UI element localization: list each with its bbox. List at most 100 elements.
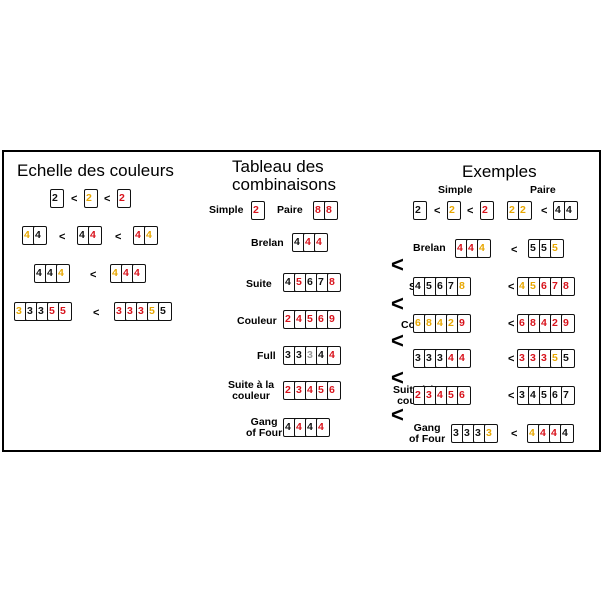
playing-card: 6 bbox=[327, 381, 341, 400]
less-than-symbol: < bbox=[508, 281, 515, 293]
playing-card: 4 bbox=[316, 418, 330, 437]
playing-card: 8 bbox=[457, 277, 471, 296]
example-label-simple: Simple bbox=[438, 184, 473, 196]
less-than-symbol: < bbox=[115, 231, 122, 243]
playing-card: 4 bbox=[110, 264, 124, 283]
rules-panel-frame bbox=[2, 150, 601, 452]
example-label-brelan: Brelan bbox=[413, 242, 446, 254]
playing-card: 3 bbox=[283, 346, 297, 365]
playing-card: 2 bbox=[283, 310, 297, 329]
playing-card: 7 bbox=[561, 386, 575, 405]
label-paire: Paire bbox=[277, 204, 303, 216]
card-hand-c1-single-red: 2 bbox=[117, 189, 132, 209]
playing-card: 5 bbox=[58, 302, 72, 321]
playing-card: 4 bbox=[56, 264, 70, 283]
card-hand-c1-single-yellow: 2 bbox=[84, 189, 99, 209]
example-label-paire: Paire bbox=[530, 184, 556, 196]
playing-card: 7 bbox=[316, 273, 330, 292]
playing-card: 3 bbox=[484, 424, 498, 443]
label-suite: Suite bbox=[246, 278, 272, 290]
playing-card: 5 bbox=[550, 349, 564, 368]
playing-card: 4 bbox=[314, 233, 328, 252]
playing-card: 2 bbox=[117, 189, 131, 208]
playing-card: 7 bbox=[446, 277, 460, 296]
playing-card: 4 bbox=[560, 424, 574, 443]
playing-card: 8 bbox=[561, 277, 575, 296]
playing-card: 5 bbox=[550, 239, 564, 258]
rank-less-than-symbol: < bbox=[391, 291, 404, 316]
playing-card: 4 bbox=[457, 349, 471, 368]
playing-card: 9 bbox=[457, 314, 471, 333]
less-than-symbol: < bbox=[467, 205, 474, 217]
playing-card: 9 bbox=[561, 314, 575, 333]
playing-card: 9 bbox=[327, 310, 341, 329]
playing-card: 6 bbox=[413, 314, 427, 333]
playing-card: 4 bbox=[132, 264, 146, 283]
playing-card: 6 bbox=[550, 386, 564, 405]
label-full: Full bbox=[257, 350, 276, 362]
playing-card: 2 bbox=[518, 201, 532, 220]
label-simple: Simple bbox=[209, 204, 244, 216]
card-hand-c2-simple: 2 bbox=[251, 201, 266, 221]
less-than-symbol: < bbox=[511, 244, 518, 256]
playing-card: 8 bbox=[327, 273, 341, 292]
playing-card: 4 bbox=[435, 386, 449, 405]
playing-card: 4 bbox=[144, 226, 158, 245]
examples-title: Exemples bbox=[462, 162, 537, 181]
card-hand-c3-simple-black: 2 bbox=[413, 201, 428, 221]
less-than-symbol: < bbox=[59, 231, 66, 243]
playing-card: 4 bbox=[294, 310, 308, 329]
less-than-symbol: < bbox=[541, 205, 548, 217]
playing-card: 2 bbox=[84, 189, 98, 208]
card-hand-c3-simple-red: 2 bbox=[480, 201, 495, 221]
rank-less-than-symbol: < bbox=[391, 365, 404, 390]
rank-less-than-symbol: < bbox=[391, 252, 404, 277]
less-than-symbol: < bbox=[508, 318, 515, 330]
less-than-symbol: < bbox=[71, 193, 78, 205]
playing-card: 5 bbox=[424, 277, 438, 296]
playing-card: 2 bbox=[251, 201, 265, 220]
example-label-gang-of-four: Gang of Four bbox=[409, 422, 446, 446]
playing-card: 2 bbox=[480, 201, 494, 220]
playing-card: 4 bbox=[33, 226, 47, 245]
playing-card: 3 bbox=[473, 424, 487, 443]
playing-card: 5 bbox=[158, 302, 172, 321]
playing-card: 2 bbox=[447, 201, 461, 220]
label-gang-of-four: Gang of Four bbox=[246, 416, 283, 440]
label-suite-couleur: Suite à la couleur bbox=[228, 379, 275, 403]
rank-less-than-symbol: < bbox=[391, 328, 404, 353]
playing-card: 5 bbox=[528, 239, 542, 258]
playing-card: 5 bbox=[561, 349, 575, 368]
less-than-symbol: < bbox=[434, 205, 441, 217]
card-hand-c3-simple-yellow: 2 bbox=[447, 201, 462, 221]
playing-card: 4 bbox=[564, 201, 578, 220]
less-than-symbol: < bbox=[90, 269, 97, 281]
playing-card: 4 bbox=[477, 239, 491, 258]
label-couleur: Couleur bbox=[237, 315, 277, 327]
playing-card: 8 bbox=[324, 201, 338, 220]
scale-title: Echelle des couleurs bbox=[17, 161, 174, 180]
